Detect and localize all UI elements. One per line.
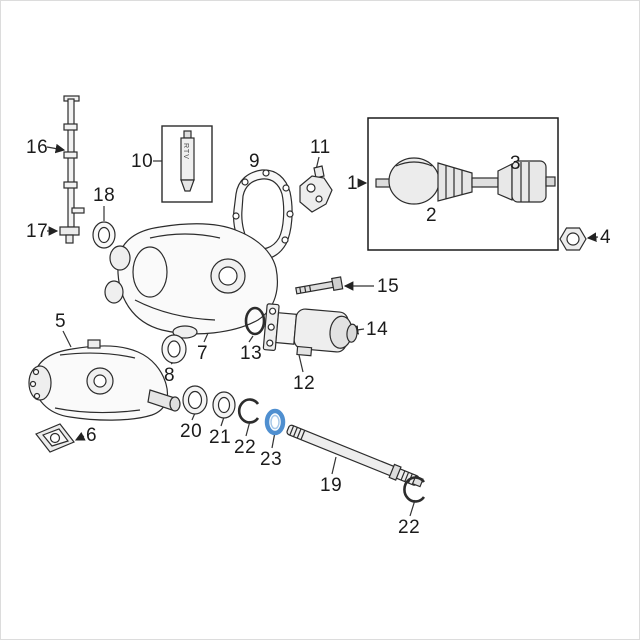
part-16-axle-vent-tube[interactable] <box>63 95 85 228</box>
callout-10[interactable]: 10 <box>131 151 154 172</box>
part-12-14-axle-tube[interactable] <box>262 303 359 360</box>
callout-17[interactable]: 17 <box>26 221 49 242</box>
callout-5[interactable]: 5 <box>55 311 67 332</box>
part-22-snap-ring-lower[interactable] <box>403 476 426 503</box>
callout-12[interactable]: 12 <box>293 373 316 394</box>
callout-1[interactable]: 1 <box>347 173 359 194</box>
callout-4[interactable]: 4 <box>600 227 612 248</box>
part-7-differential-housing[interactable] <box>104 223 279 339</box>
callout-3[interactable]: 3 <box>510 153 522 174</box>
callout-19[interactable]: 19 <box>320 475 343 496</box>
part-4-axle-nut[interactable] <box>559 227 587 251</box>
callout-11[interactable]: 11 <box>310 137 331 158</box>
part-8-seal[interactable] <box>161 334 187 364</box>
part-13-o-ring[interactable] <box>244 306 266 336</box>
part-3-outer-cv-joint[interactable] <box>497 160 556 203</box>
callout-18[interactable]: 18 <box>93 185 116 206</box>
part-2-inner-cv-joint[interactable] <box>375 157 473 205</box>
part-17-vent-fitting[interactable] <box>59 226 80 244</box>
callout-21[interactable]: 21 <box>209 427 232 448</box>
part-9-differential-cover[interactable] <box>232 169 294 261</box>
callout-16[interactable]: 16 <box>26 137 49 158</box>
rtv-tube-label: RTV <box>182 143 189 160</box>
callout-7[interactable]: 7 <box>197 343 209 364</box>
callout-9[interactable]: 9 <box>249 151 261 172</box>
callout-15[interactable]: 15 <box>377 276 400 297</box>
callout-2[interactable]: 2 <box>426 205 438 226</box>
callout-23[interactable]: 23 <box>260 449 283 470</box>
part-20-bearing[interactable] <box>182 385 208 415</box>
part-6-bracket[interactable] <box>35 423 75 453</box>
highlight-ring[interactable] <box>264 408 286 436</box>
callout-8[interactable]: 8 <box>164 365 176 386</box>
part-1-axle-assembly-box[interactable] <box>367 117 559 251</box>
callout-22-upper[interactable]: 22 <box>234 437 257 458</box>
callout-13[interactable]: 13 <box>240 343 263 364</box>
callout-20[interactable]: 20 <box>180 421 203 442</box>
part-22-snap-ring-upper[interactable] <box>237 398 260 424</box>
callout-14[interactable]: 14 <box>366 319 389 340</box>
callout-22-lower[interactable]: 22 <box>398 517 421 538</box>
part-19-axle-shaft[interactable] <box>285 423 424 490</box>
part-10-rtv-sealant[interactable] <box>161 125 213 203</box>
part-5-axle-housing[interactable] <box>28 339 181 421</box>
part-15-bolt[interactable] <box>295 276 344 297</box>
axle-shaft-bar <box>471 177 499 188</box>
part-21-seal-ring[interactable] <box>212 391 236 419</box>
callout-6[interactable]: 6 <box>86 425 98 446</box>
part-11-mount-bracket[interactable] <box>299 165 333 213</box>
part-18-seal[interactable] <box>92 221 116 249</box>
part-23-seal-highlighted[interactable] <box>264 408 286 436</box>
